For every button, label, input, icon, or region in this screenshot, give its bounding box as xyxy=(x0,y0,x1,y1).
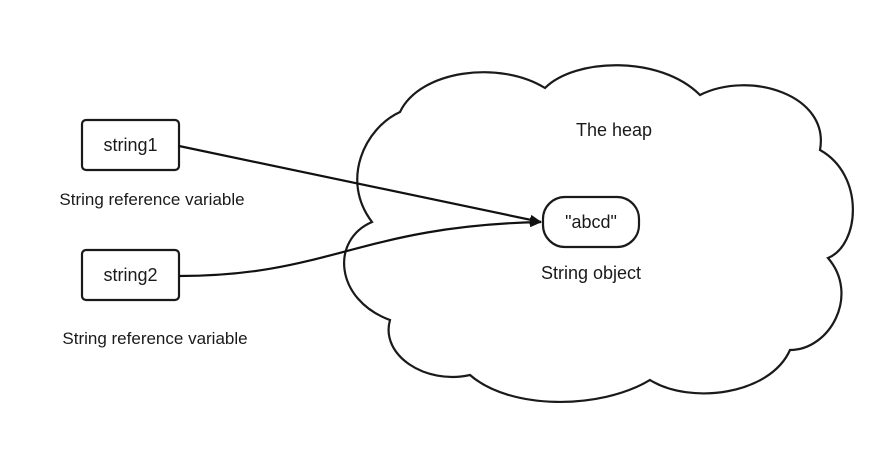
string2-caption: String reference variable xyxy=(62,329,247,348)
string1-box xyxy=(80,118,181,172)
string1-caption: String reference variable xyxy=(59,190,244,209)
string2-label: string2 xyxy=(103,265,157,285)
heap-label: The heap xyxy=(576,120,652,140)
string-object-caption: String object xyxy=(541,263,641,283)
string2-arrow xyxy=(178,217,542,278)
string1-label: string1 xyxy=(103,135,157,155)
string-object-box xyxy=(541,195,641,249)
string1-arrow xyxy=(178,144,542,225)
string-object-value: "abcd" xyxy=(565,212,617,232)
